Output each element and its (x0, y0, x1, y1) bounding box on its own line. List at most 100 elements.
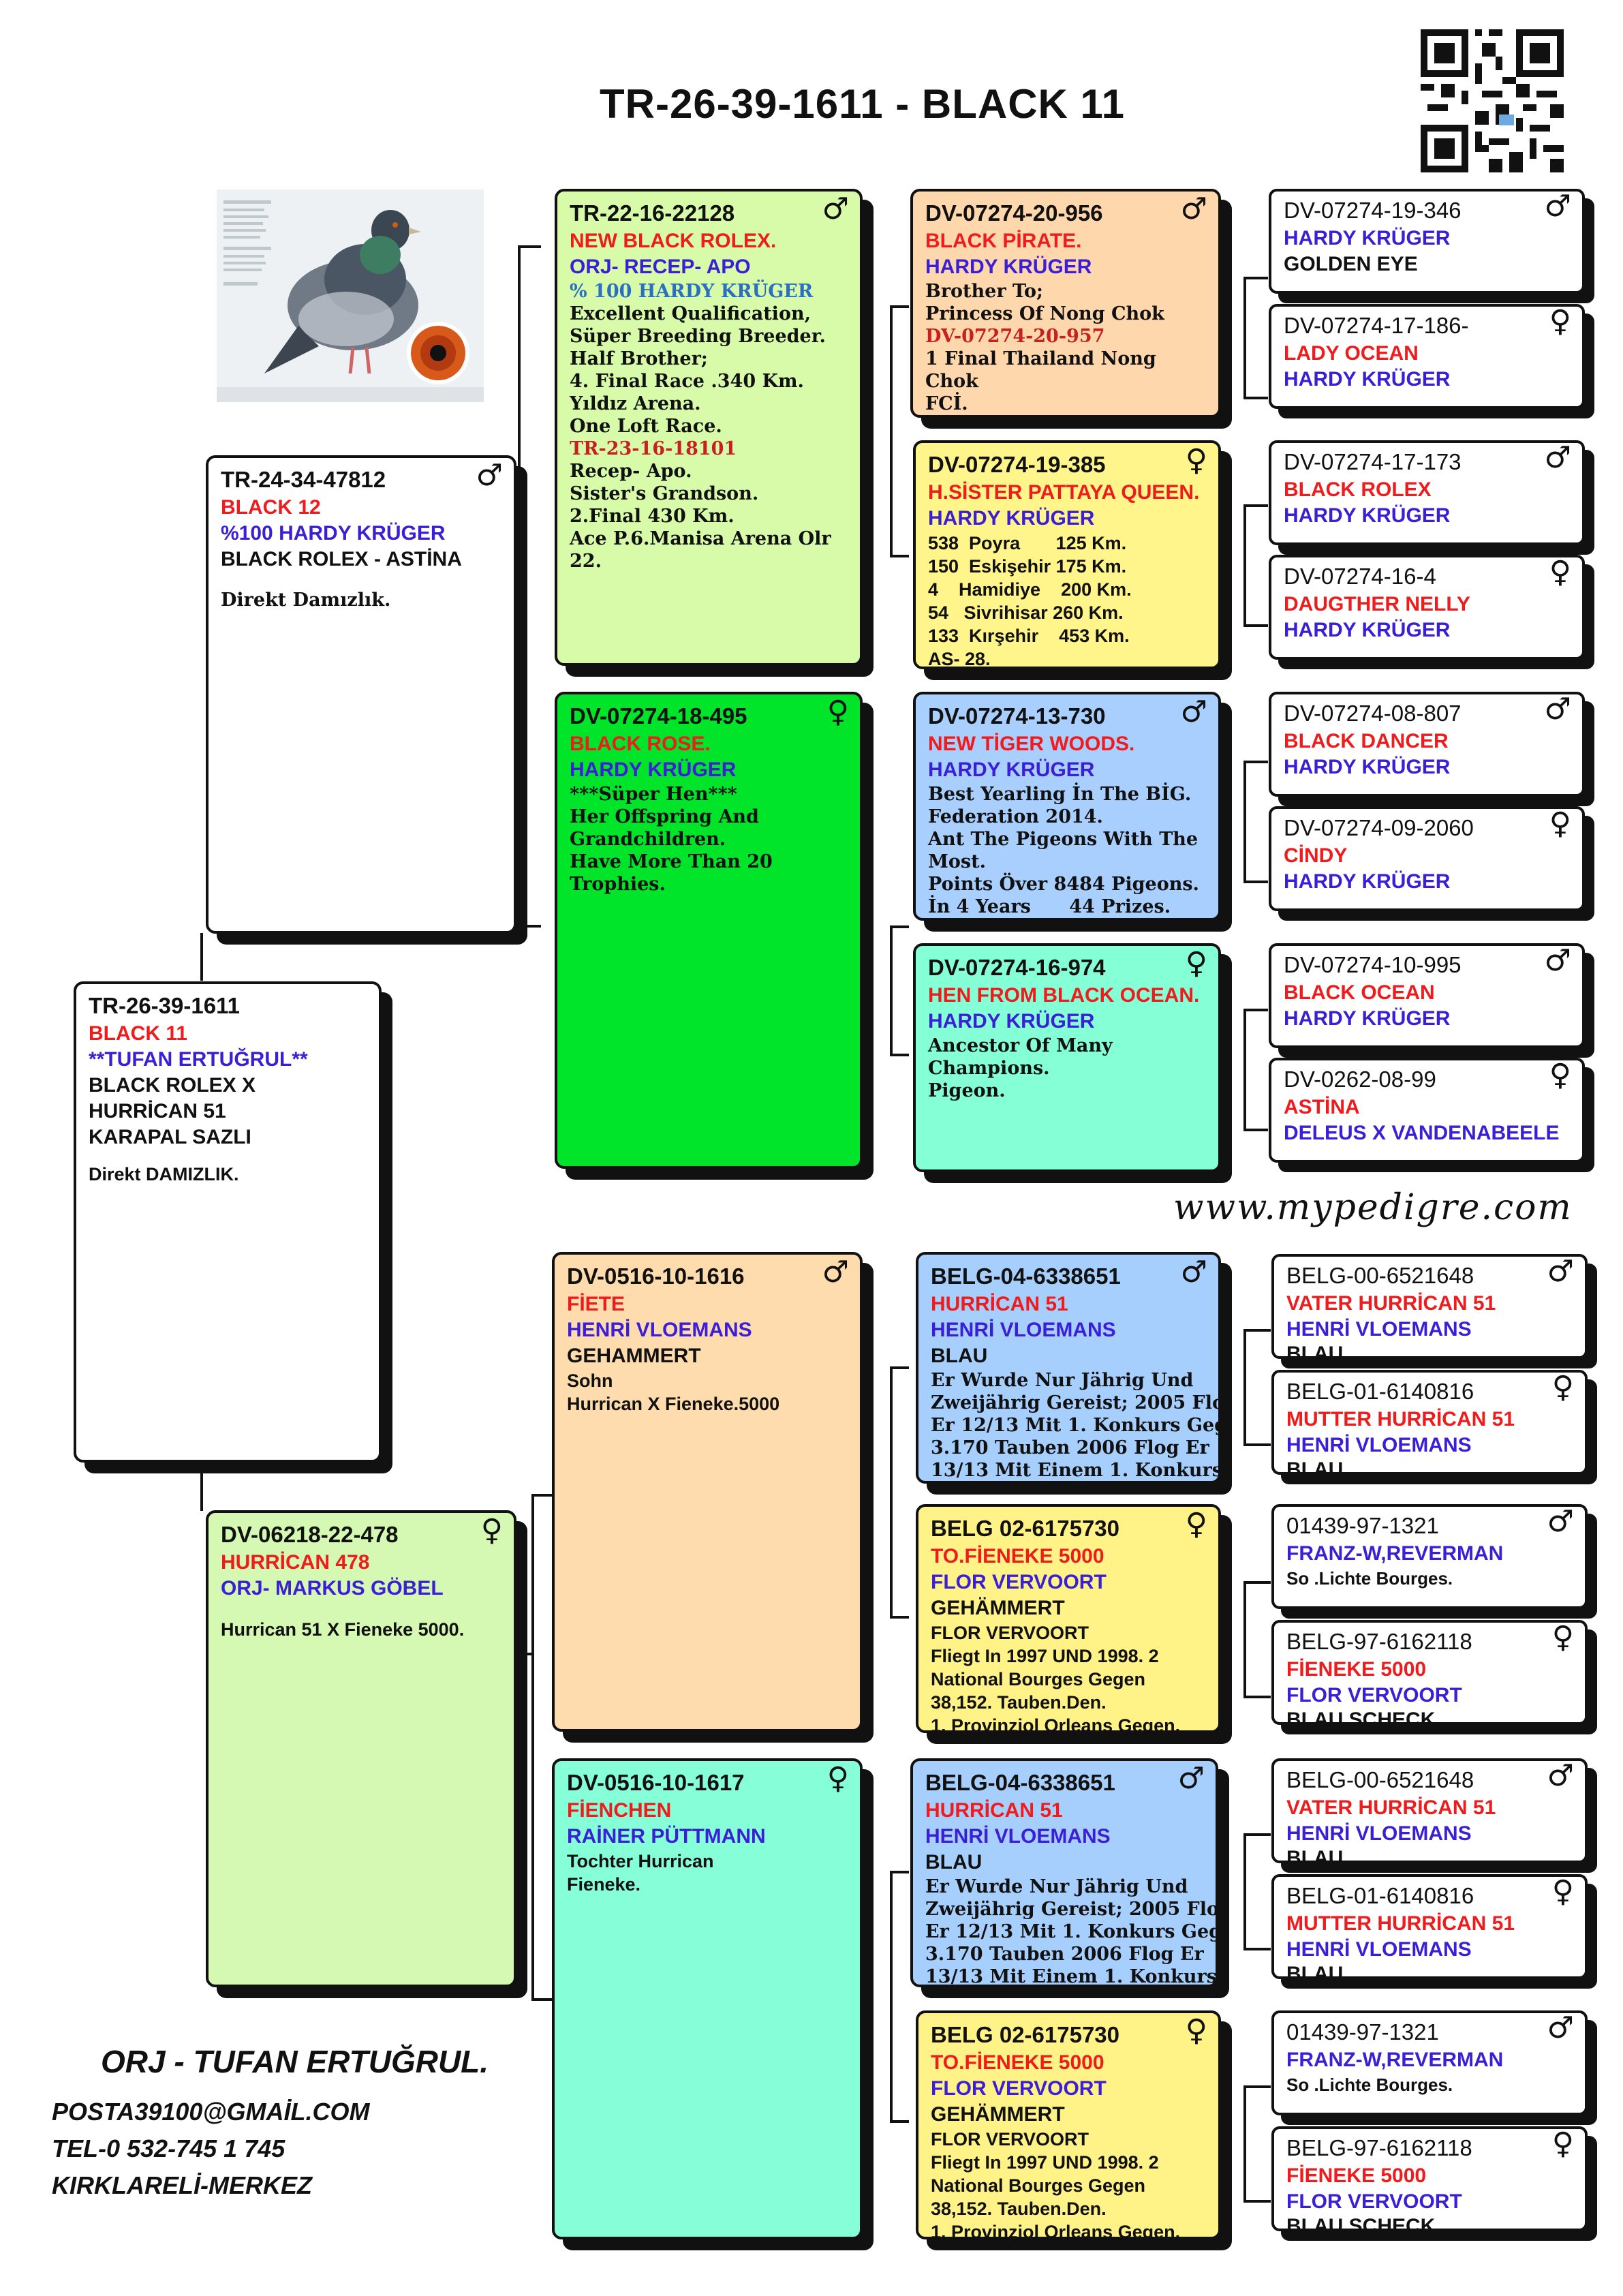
female-symbol: ♀ (1551, 2126, 1574, 2161)
ring-number: BELG-04-6338651 (931, 1264, 1121, 1289)
breeder: FLOR VERVOORT (931, 1571, 1107, 1593)
ring-number: DV-0262-08-99 (1284, 1067, 1436, 1092)
percentage: % 100 HARDY KRÜGER (570, 281, 814, 302)
ring-number: BELG-97-6162118 (1286, 1629, 1472, 1654)
breeder: HENRİ VLOEMANS (925, 1825, 1111, 1848)
breeder: ORJ- RECEP- APO (570, 256, 751, 278)
line-3: BLAU (1286, 1458, 1344, 1475)
female-symbol: ♀ (1185, 2013, 1207, 2048)
ring-number: DV-07274-13-730 (928, 703, 1106, 729)
line-2: HENRİ VLOEMANS (1286, 1318, 1472, 1341)
line-3: BLAU SCHECK. (1286, 1709, 1441, 1725)
ring-number: DV-07274-09-2060 (1284, 815, 1474, 840)
note: Hurrican 51 X Fieneke 5000. (221, 1619, 465, 1640)
granddam-sd-card: ♀ DV-07274-18-495 BLACK ROSE. HARDY KRÜG… (555, 692, 863, 1169)
female-symbol: ♀ (826, 1761, 849, 1796)
color-line: GEHÄMMERT (931, 2103, 1065, 2126)
male-symbol: ♂ (1544, 943, 1571, 978)
female-symbol: ♀ (1551, 1874, 1574, 1909)
breeder: HENRİ VLOEMANS (567, 1319, 752, 1341)
line-1: DAUGTHER NELLY (1284, 593, 1470, 615)
pairing: BLACK ROLEX X HURRİCAN 51 (89, 1074, 256, 1122)
line-2: HARDY KRÜGER (1284, 619, 1451, 641)
line-2: HENRİ VLOEMANS (1286, 1434, 1472, 1456)
male-symbol: ♂ (476, 458, 503, 493)
male-symbol: ♂ (1547, 1504, 1574, 1539)
line-2: GOLDEN EYE (1284, 253, 1418, 275)
ring-number: DV-07274-19-346 (1284, 198, 1462, 223)
male-symbol: ♂ (822, 1255, 849, 1289)
color-line: KARAPAL SAZLI (89, 1126, 251, 1148)
line-2: HENRİ VLOEMANS (1286, 1822, 1472, 1845)
pigeon-name: BLACK ROSE. (570, 733, 711, 755)
male-symbol: ♂ (1547, 1758, 1574, 1793)
ring-number: BELG-00-6521648 (1286, 1767, 1474, 1792)
ring-number: DV-07274-20-956 (925, 200, 1103, 226)
info-text: Brother To; Princess Of Nong Chok (925, 281, 1164, 324)
color-line: BLAU (925, 1851, 983, 1873)
grandsire-ss-card: ♂ TR-22-16-22128 NEW BLACK ROLEX. ORJ- R… (555, 189, 863, 666)
line-1: HARDY KRÜGER (1284, 227, 1451, 249)
ring-number: DV-07274-16-4 (1284, 564, 1436, 589)
breeder: HARDY KRÜGER (928, 1010, 1095, 1032)
grandsire-ds-card: ♂ DV-0516-10-1616 FİETE HENRİ VLOEMANS G… (552, 1252, 863, 1732)
line-1: BLACK OCEAN (1284, 981, 1435, 1004)
line-1: MUTTER HURRİCAN 51 (1286, 1408, 1515, 1430)
ring-number: BELG 02-6175730 (931, 1516, 1120, 1541)
contact-phone: TEL-0 532-745 1 745 (52, 2134, 285, 2162)
info-text: FLOR VERVOORT Fliegt In 1997 UND 1998. 2… (931, 2129, 1181, 2239)
female-symbol: ♀ (1551, 1620, 1574, 1655)
info-text: Ancestor Of Many Champions. Pigeon. (928, 1035, 1113, 1101)
line-3: BLAU (1286, 1343, 1344, 1359)
ggs-dds-card: ♂ BELG-04-6338651 HURRİCAN 51 HENRİ VLOE… (910, 1758, 1218, 1987)
info-text: Best Yearling İn The BİG. Federation 201… (928, 784, 1199, 917)
ring-number: DV-0516-10-1616 (567, 1264, 745, 1289)
ring-number: DV-07274-17-186- (1284, 313, 1469, 338)
info-red-ring: TR-23-16-18101 (570, 438, 737, 459)
female-symbol: ♀ (480, 1513, 503, 1548)
ring-number: 01439-97-1321 (1286, 1513, 1439, 1538)
breeder: HARDY KRÜGER (570, 759, 737, 781)
race-results: 538 Poyra 125 Km. 150 Eskişehir 175 Km. … (928, 533, 1132, 669)
granddam-dd-card: ♀ DV-0516-10-1617 FİENCHEN RAİNER PÜTTMA… (552, 1758, 863, 2239)
note: Direkt DAMIZLIK. (89, 1164, 239, 1184)
info-text: Er Wurde Nur Jährig Und Zweijährig Gerei… (931, 1370, 1221, 1481)
pigeon-name: HURRİCAN 51 (925, 1799, 1063, 1822)
pigeon-name: NEW BLACK ROLEX. (570, 230, 777, 252)
male-symbol: ♂ (1547, 2010, 1574, 2045)
line-2: So .Lichte Bourges. (1286, 1568, 1453, 1589)
breeder: **TUFAN ERTUĞRUL** (89, 1048, 308, 1071)
pigeon-photo (217, 189, 484, 402)
website-watermark: www.mypedigre.com (1173, 1187, 1573, 1228)
pigeon-name: BLACK 11 (89, 1022, 188, 1045)
line-2: So .Lichte Bourges. (1286, 2075, 1453, 2095)
female-symbol: ♀ (1549, 304, 1571, 339)
line-2: HARDY KRÜGER (1284, 1007, 1451, 1030)
pigeon-name: HEN FROM BLACK OCEAN. (928, 984, 1200, 1007)
contact-city: KIRKLARELİ-MERKEZ (52, 2171, 312, 2199)
female-symbol: ♀ (1185, 946, 1207, 981)
female-symbol: ♀ (826, 694, 849, 729)
ring-number: DV-07274-08-807 (1284, 701, 1462, 726)
male-symbol: ♂ (1180, 192, 1207, 226)
ring-number: DV-0516-10-1617 (567, 1770, 745, 1795)
info-text-2: 1 Final Thailand Nong Chok FCİ. 530 Km.W… (925, 348, 1156, 414)
male-symbol: ♂ (1547, 1254, 1574, 1289)
male-symbol: ♂ (1544, 440, 1571, 475)
ggs-ddd-card: ♀ BELG 02-6175730 TO.FİENEKE 5000 FLOR V… (916, 2010, 1221, 2239)
info-red-ring: DV-07274-20-957 (925, 326, 1105, 347)
dam-card: ♀ DV-06218-22-478 HURRİCAN 478 ORJ- MARK… (206, 1510, 516, 1987)
male-symbol: ♂ (1180, 1255, 1207, 1289)
breeder: HARDY KRÜGER (928, 759, 1095, 781)
owner-name: ORJ - TUFAN ERTUĞRUL. (101, 2044, 489, 2079)
line-2: HARDY KRÜGER (1284, 756, 1451, 778)
